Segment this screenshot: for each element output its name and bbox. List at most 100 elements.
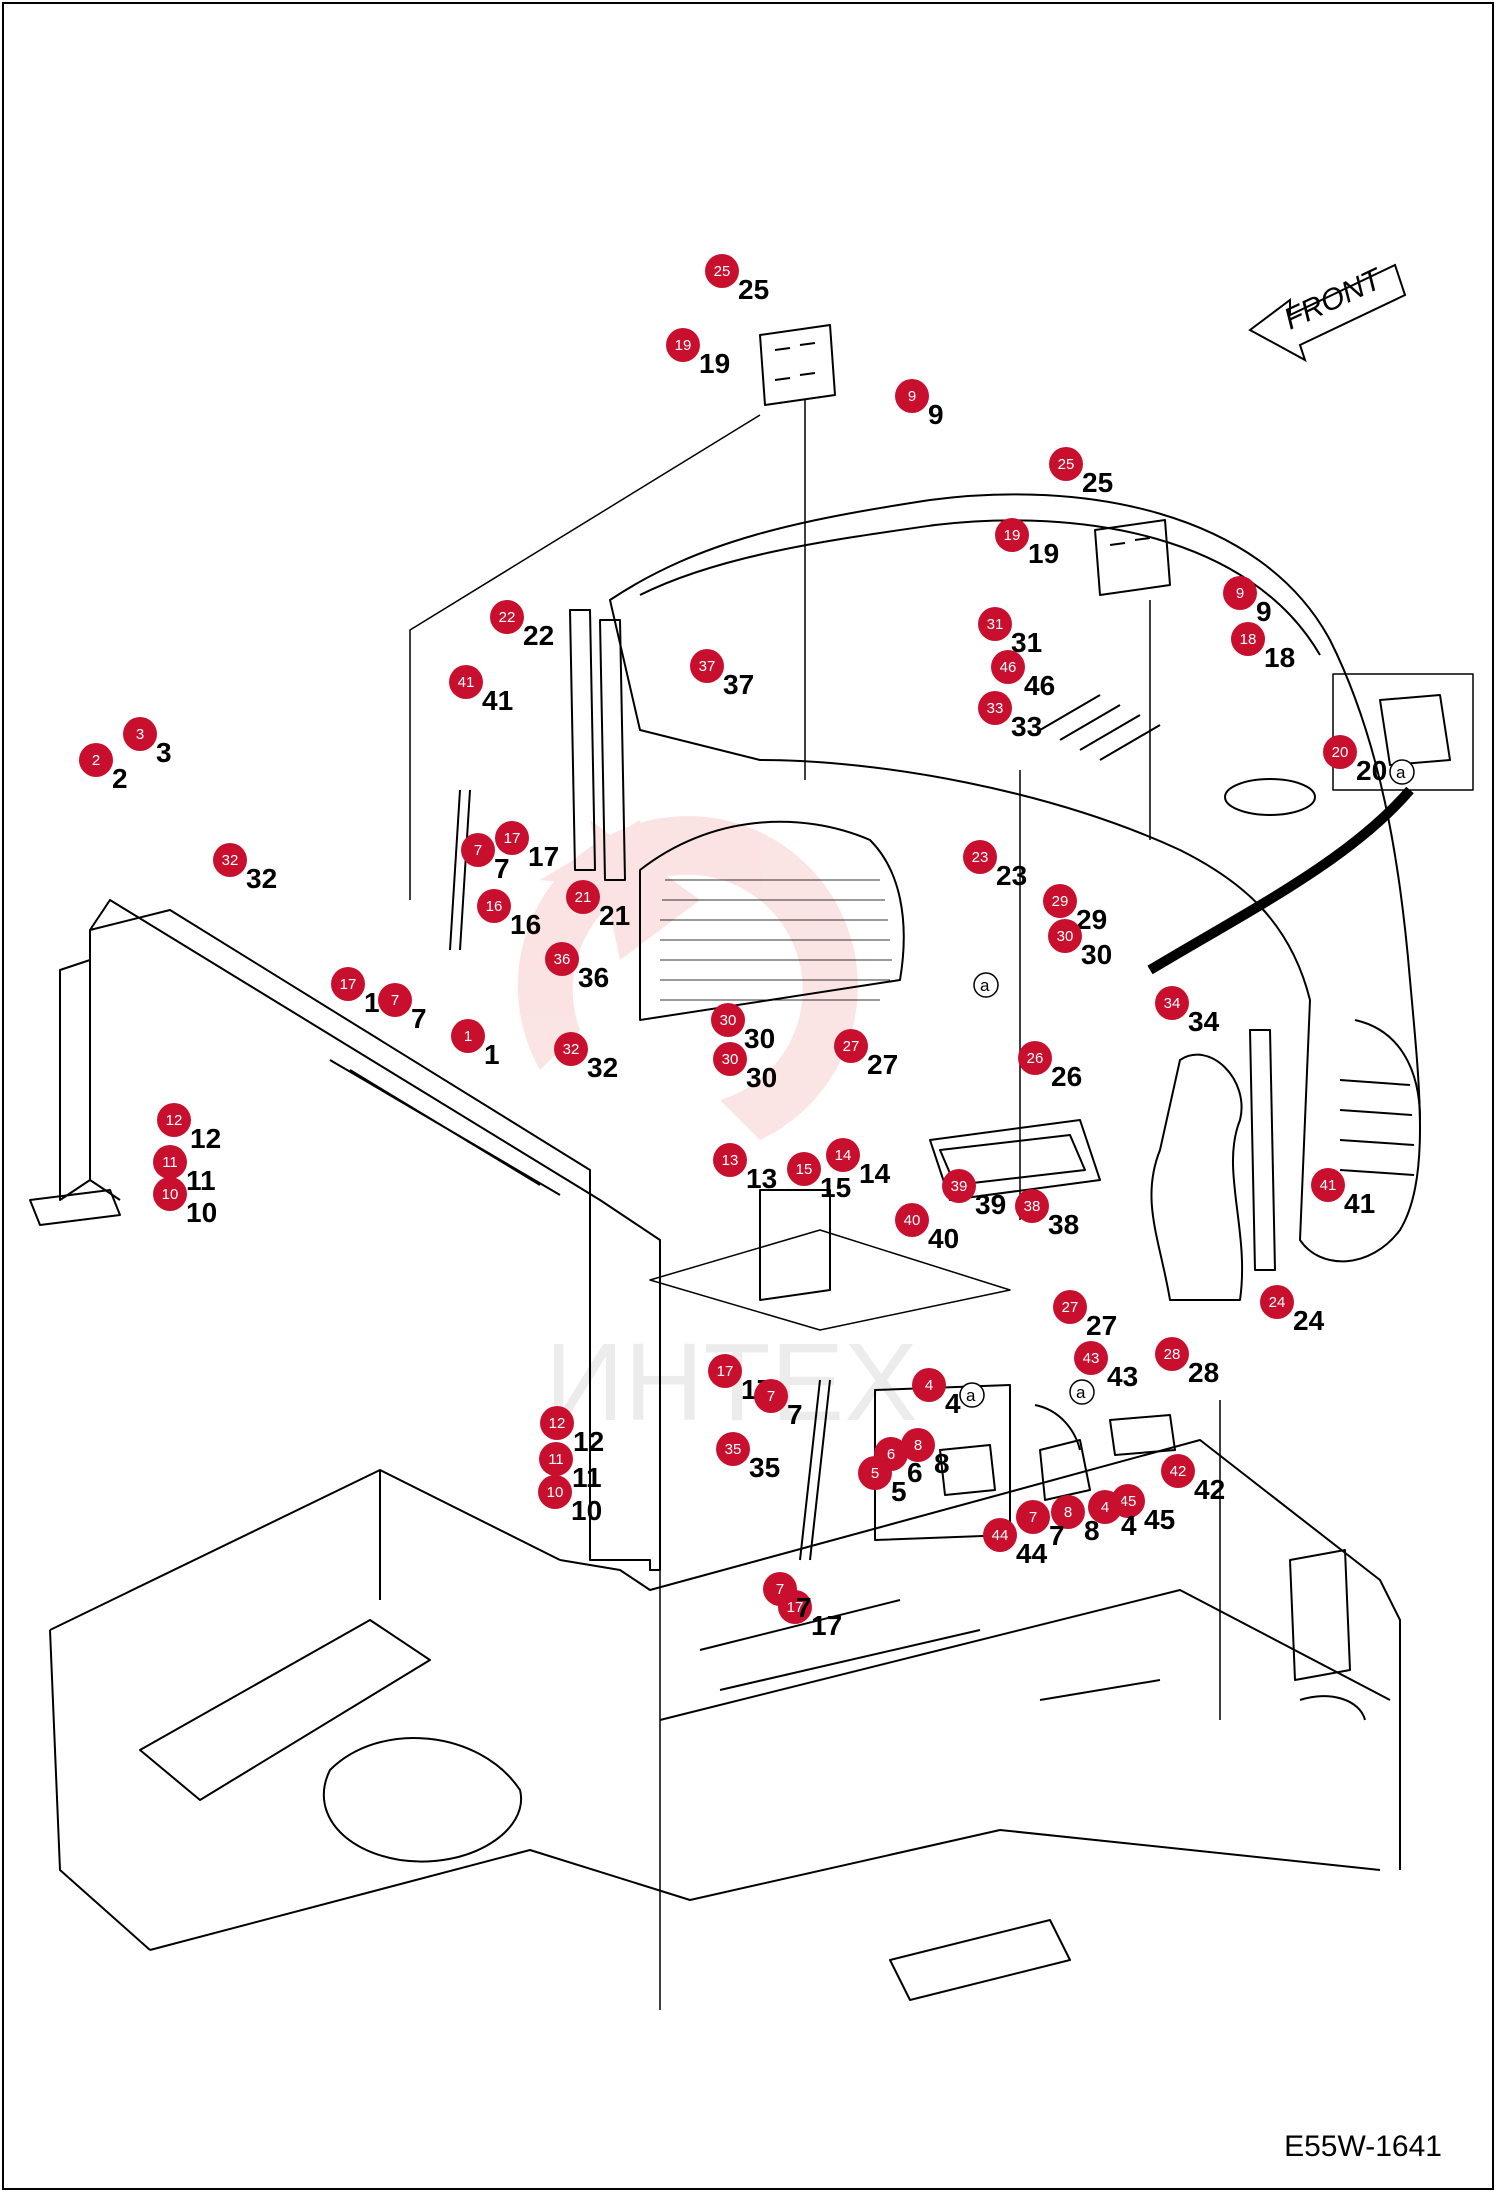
callout-bubble bbox=[1016, 1500, 1050, 1534]
callout-part-number: 33 bbox=[1011, 711, 1042, 742]
callout-bubble bbox=[711, 1003, 745, 1037]
callout-8: 88 bbox=[1051, 1495, 1100, 1546]
hinge-right bbox=[1094, 519, 1171, 596]
callout-part-number: 22 bbox=[523, 620, 554, 651]
callout-bubble bbox=[566, 880, 600, 914]
callout-part-number: 39 bbox=[975, 1189, 1006, 1220]
callout-bubble bbox=[157, 1103, 191, 1137]
callout-bubble-number: 7 bbox=[767, 1388, 775, 1405]
callout-part-number: 38 bbox=[1048, 1209, 1079, 1240]
callout-bubble-number: 45 bbox=[1120, 1493, 1137, 1510]
callout-bubble-number: 39 bbox=[951, 1178, 968, 1195]
callout-part-number: 30 bbox=[1081, 939, 1112, 970]
callout-bubble bbox=[539, 1442, 573, 1476]
callout-part-number: 12 bbox=[573, 1426, 604, 1457]
detail-ref-2: a bbox=[980, 976, 990, 995]
callout-bubble-number: 44 bbox=[992, 1527, 1009, 1544]
callout-bubble bbox=[1015, 1189, 1049, 1223]
callout-part-number: 10 bbox=[186, 1197, 217, 1228]
callout-bubble-number: 17 bbox=[504, 830, 521, 847]
callout-part-number: 24 bbox=[1293, 1305, 1325, 1336]
callout-part-number: 15 bbox=[820, 1172, 851, 1203]
callout-bubble-number: 10 bbox=[547, 1484, 564, 1501]
callout-bubble-number: 26 bbox=[1027, 1050, 1044, 1067]
callout-bubble-number: 1 bbox=[464, 1028, 472, 1045]
callout-39: 39 39 bbox=[942, 1169, 1006, 1220]
callout-45: 45 45 bbox=[1111, 1484, 1175, 1535]
callout-bubble-number: 4 bbox=[925, 1377, 933, 1394]
callout-bubble-number: 19 bbox=[1004, 527, 1021, 544]
callout-13: 13 13 bbox=[713, 1143, 777, 1194]
callout-part-number: 17 bbox=[528, 841, 559, 872]
callout-bubble bbox=[540, 1406, 574, 1440]
callout-7: 77 bbox=[763, 1572, 812, 1623]
callout-part-number: 45 bbox=[1144, 1504, 1175, 1535]
callout-part-number: 44 bbox=[1016, 1538, 1048, 1569]
hinge-top bbox=[759, 324, 836, 406]
callout-bubble bbox=[1155, 986, 1189, 1020]
callout-bubble-number: 30 bbox=[722, 1051, 739, 1068]
callout-8: 88 bbox=[901, 1428, 950, 1479]
callout-bubble bbox=[1051, 1495, 1085, 1529]
detail-ref-3: a bbox=[966, 1386, 976, 1405]
callout-bubble bbox=[538, 1475, 572, 1509]
callout-bubble-number: 8 bbox=[914, 1437, 922, 1454]
callout-9: 99 bbox=[1223, 576, 1272, 627]
callout-part-number: 32 bbox=[246, 863, 277, 894]
callout-bubble-number: 16 bbox=[486, 898, 503, 915]
callout-part-number: 21 bbox=[599, 900, 630, 931]
callout-part-number: 25 bbox=[1082, 467, 1113, 498]
callout-part-number: 9 bbox=[1256, 596, 1272, 627]
callout-bubble bbox=[554, 1032, 588, 1066]
callout-bubble-number: 25 bbox=[714, 263, 731, 280]
callout-bubble bbox=[834, 1029, 868, 1063]
callout-part-number: 32 bbox=[587, 1052, 618, 1083]
callout-part-number: 7 bbox=[1049, 1520, 1065, 1551]
callout-bubble bbox=[895, 379, 929, 413]
callout-bubble bbox=[942, 1169, 976, 1203]
callout-part-number: 13 bbox=[746, 1163, 777, 1194]
callout-bubble-number: 9 bbox=[1236, 585, 1244, 602]
callout-bubble-number: 9 bbox=[908, 388, 916, 405]
vent-panel bbox=[649, 1229, 1011, 1331]
callout-part-number: 7 bbox=[494, 853, 510, 884]
callouts: 2525191999252519199918182222373741413131… bbox=[79, 254, 1387, 1641]
callout-bubble-number: 8 bbox=[1064, 1504, 1072, 1521]
callout-bubble bbox=[1088, 1490, 1122, 1524]
callout-7: 77 bbox=[461, 833, 510, 884]
callout-bubble-number: 38 bbox=[1024, 1198, 1041, 1215]
front-direction-arrow: FRONT bbox=[1248, 262, 1407, 363]
callout-bubble bbox=[912, 1368, 946, 1402]
callout-bubble bbox=[477, 889, 511, 923]
radiator-panel bbox=[639, 820, 905, 1021]
callout-part-number: 14 bbox=[859, 1158, 891, 1189]
callout-part-number: 19 bbox=[1028, 538, 1059, 569]
callout-bubble bbox=[705, 254, 739, 288]
callout-7: 77 bbox=[378, 983, 427, 1034]
callout-bubble bbox=[963, 840, 997, 874]
callout-part-number: 7 bbox=[796, 1592, 812, 1623]
callout-part-number: 6 bbox=[907, 1457, 923, 1488]
callout-part-number: 7 bbox=[787, 1399, 803, 1430]
callout-bubble-number: 12 bbox=[549, 1415, 566, 1432]
callout-part-number: 28 bbox=[1188, 1357, 1219, 1388]
callout-bubble bbox=[978, 607, 1012, 641]
callout-bubble-number: 13 bbox=[722, 1152, 739, 1169]
